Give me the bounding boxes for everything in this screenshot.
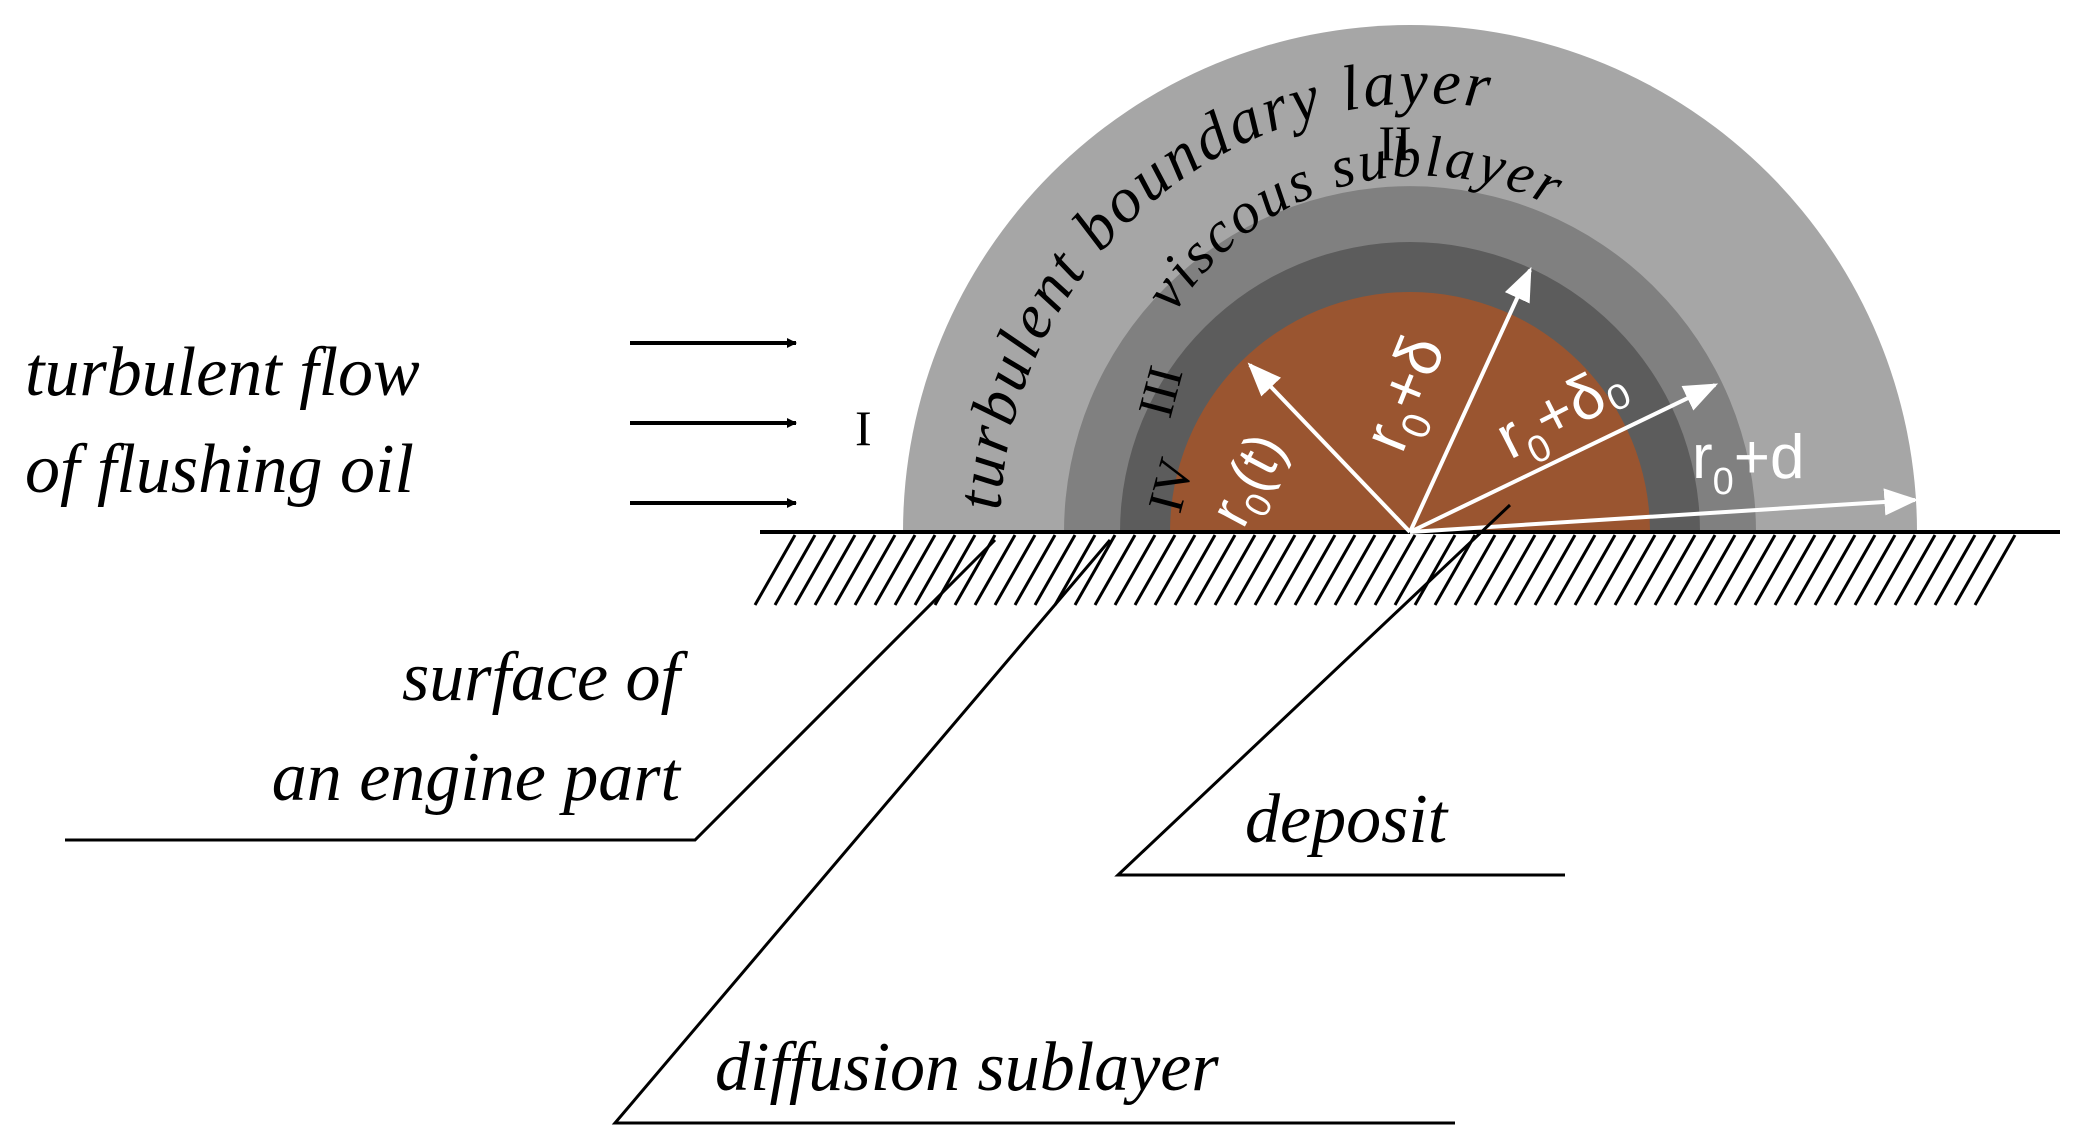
hatch-mark [1293,534,1337,606]
hatch-mark [773,534,817,606]
hatch-mark [853,534,897,606]
hatch-mark [993,534,1037,606]
hatch-mark [1793,534,1837,606]
hatch-mark [1113,534,1157,606]
region-II-label: II [1378,115,1411,171]
hatch-mark [1133,534,1177,606]
radius-arrow-r0-delta [1408,266,1532,533]
hatch-mark [1013,534,1057,606]
hatch-mark [1153,534,1197,606]
radius-arrow-r0-delta0 [1409,383,1719,534]
hatch-mark [1493,534,1537,606]
hatch-mark [1953,534,1997,606]
hatch-mark [1093,534,1137,606]
hatch-mark [1033,534,1077,606]
hatch-mark [1053,534,1097,606]
hatch-mark [833,534,877,606]
hatch-mark [813,534,857,606]
hatch-mark [1873,534,1917,606]
hatch-mark [1913,534,1957,606]
leader-diffusion [611,539,1455,1125]
radius-arrow-r0t [1247,362,1412,534]
surface-label-line2: an engine part [272,739,682,816]
hatch-mark [1633,534,1677,606]
flow-label-line1: turbulent flow [25,334,420,411]
hatch-mark [1353,534,1397,606]
hatch-mark [1313,534,1357,606]
hatch-mark [1713,534,1757,606]
hatch-mark [1593,534,1637,606]
hatch-mark [1573,534,1617,606]
hatch-mark [1673,534,1717,606]
hatch-mark [1613,534,1657,606]
hatch-mark [753,534,797,606]
surface-label-line1: surface of [402,639,689,716]
hatch-mark [913,534,957,606]
hatch-mark [1833,534,1877,606]
hatch-mark [873,534,917,606]
hatch-mark [1433,534,1477,606]
diffusion-sublayer-label: diffusion sublayer [715,1029,1219,1106]
deposit-label: deposit [1245,781,1449,858]
leader-surface [65,538,997,842]
hatch-mark [1693,534,1737,606]
hatch-mark [1853,534,1897,606]
hatch-mark [1933,534,1977,606]
radius-label-r0-d: r0+d [1692,423,1805,503]
hatch-mark [1773,534,1817,606]
region-I-label: I [855,400,872,456]
hatch-mark [1233,534,1277,606]
hatch-mark [1333,534,1377,606]
flow-label-line2: of flushing oil [25,431,414,508]
radius-arrow-r0-d [1409,488,1919,534]
hatch-mark [1973,534,2017,606]
hatch-mark [1813,534,1857,606]
hatch-mark [1533,534,1577,606]
hatch-mark [1893,534,1937,606]
hatch-mark [1733,534,1777,606]
hatch-mark [1393,534,1437,606]
hatch-mark [1253,534,1297,606]
hatch-mark [1473,534,1517,606]
surface-hatching [753,534,2017,606]
hatch-mark [1653,534,1697,606]
hatch-mark [1753,534,1797,606]
hatch-mark [973,534,1017,606]
hatch-mark [1173,534,1217,606]
hatch-mark [1553,534,1597,606]
hatch-mark [1513,534,1557,606]
hatch-mark [1453,534,1497,606]
leader-deposit [1114,503,1565,877]
hatch-mark [793,534,837,606]
hatch-mark [893,534,937,606]
hatch-mark [1373,534,1417,606]
hatch-mark [1213,534,1257,606]
hatch-mark [1073,534,1117,606]
hatch-mark [1273,534,1317,606]
hatch-mark [1413,534,1457,606]
hatch-mark [1193,534,1237,606]
